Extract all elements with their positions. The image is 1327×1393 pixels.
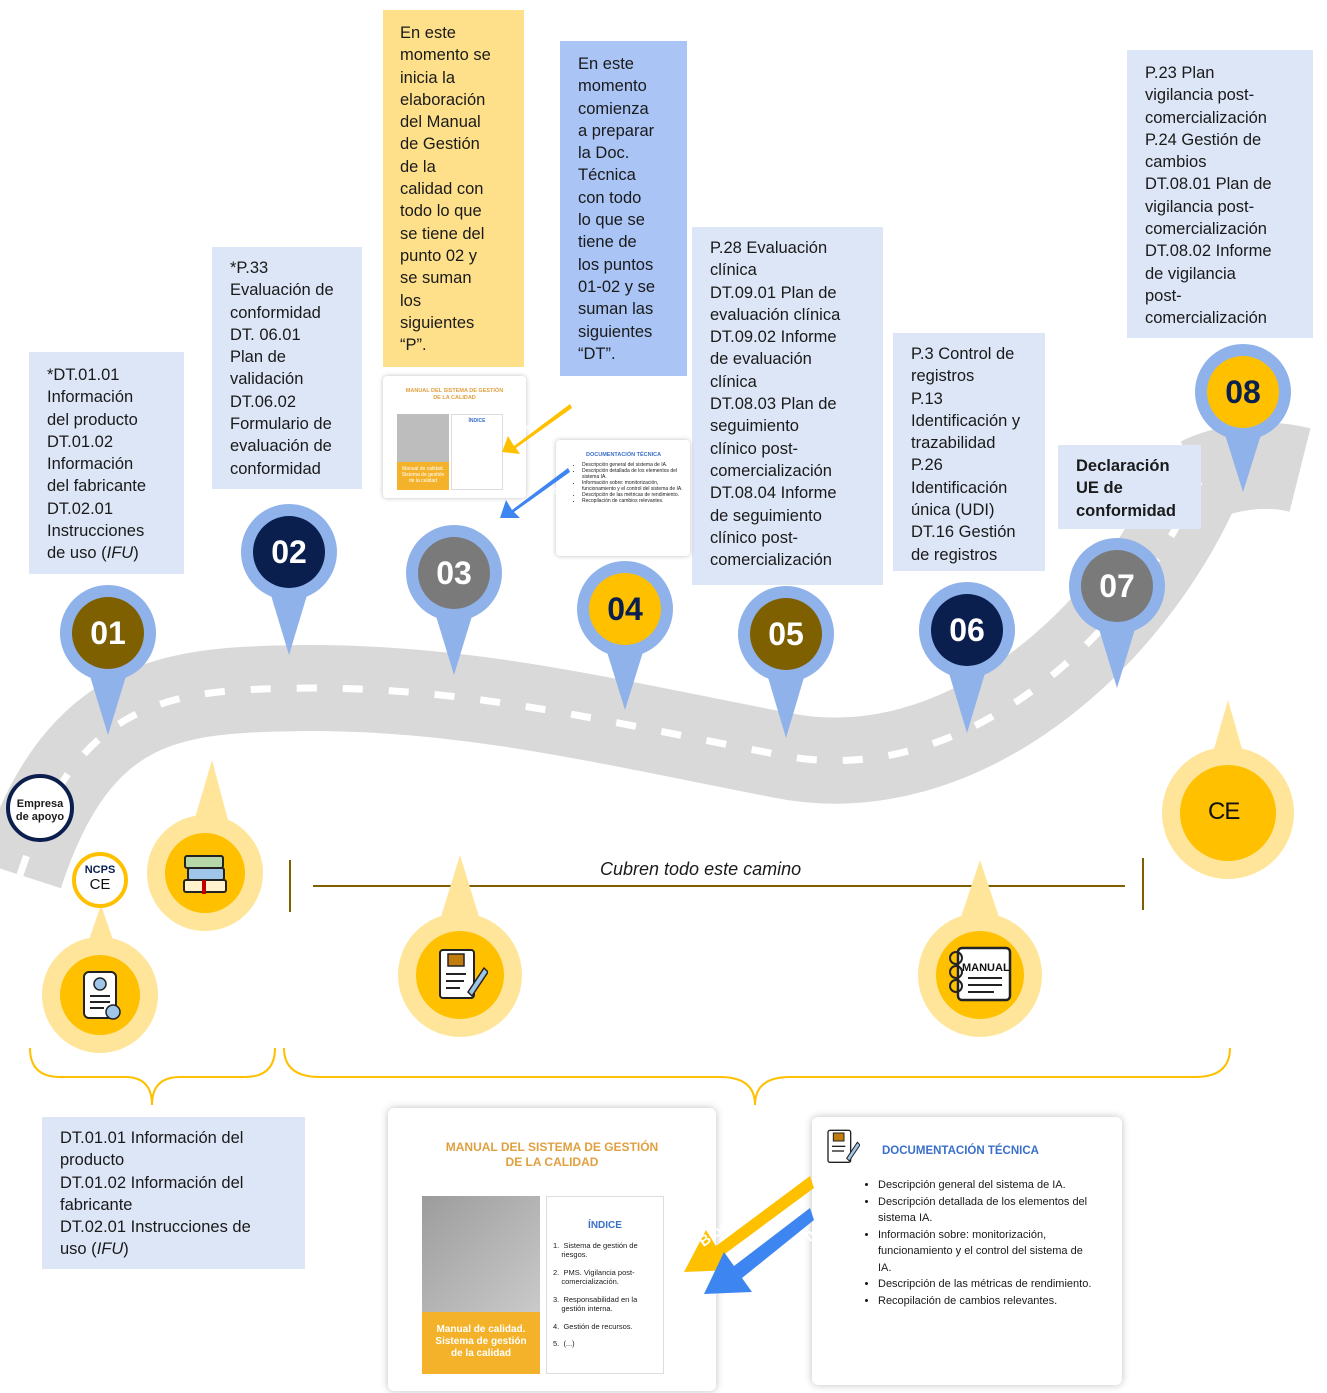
step-number-04: 04 — [607, 591, 643, 627]
manual-title-1: MANUAL DEL SISTEMA DE GESTIÓN — [445, 1140, 659, 1154]
step-pin-02: 02 — [241, 504, 337, 655]
empresa-line1: Empresa — [16, 798, 64, 810]
books-pin — [147, 760, 263, 931]
step-pin-08: 08 — [1195, 344, 1291, 492]
bloque-arrows-large — [684, 1176, 814, 1294]
cubren-text: Cubren todo este camino — [600, 859, 802, 879]
tech-bullets: Descripción general del sistema de IA.De… — [842, 1177, 1092, 1309]
ncps-ce: CE — [89, 876, 111, 893]
document-edit-icon — [434, 946, 489, 1004]
step-number-08: 08 — [1225, 374, 1261, 410]
mobile-doc-icon — [80, 970, 122, 1022]
step-number-01: 01 — [90, 615, 126, 651]
step-pin-05: 05 — [738, 586, 834, 738]
step-pin-01: 01 — [60, 585, 156, 735]
tech-doc-icon — [827, 1129, 860, 1164]
step-number-07: 07 — [1099, 568, 1135, 604]
tech-title: DOCUMENTACIÓN TÉCNICA — [882, 1145, 1039, 1157]
brace-left — [29, 1047, 276, 1106]
manual-card-large: MANUAL DEL SISTEMA DE GESTIÓN DE LA CALI… — [388, 1108, 716, 1391]
manual-title-2: DE LA CALIDAD — [505, 1155, 599, 1169]
tech-card-small: DOCUMENTACIÓN TÉCNICA Descripción genera… — [556, 440, 690, 556]
ncps-logo: NCPS — [84, 864, 116, 876]
step-pin-06: 06 — [919, 582, 1015, 733]
brace-right — [283, 1047, 1231, 1106]
ce-pin — [1162, 700, 1294, 879]
bloque-arrows-small — [500, 404, 572, 518]
step-number-06: 06 — [949, 612, 985, 648]
tech-card-large: DOCUMENTACIÓN TÉCNICA Descripción genera… — [812, 1117, 1122, 1385]
step-pin-03: 03 — [406, 525, 502, 675]
books-icon — [180, 850, 230, 896]
step-number-05: 05 — [768, 616, 804, 652]
step-number-03: 03 — [436, 555, 472, 591]
ncps-badge: NCPS CE — [72, 852, 128, 908]
step-pin-07: 07 — [1069, 538, 1165, 688]
empresa-badge: Empresa de apoyo — [6, 774, 74, 842]
manual-book-icon — [944, 944, 1016, 1004]
manual-index: ÍNDICE 1. Sistema de gestión de riesgos.… — [546, 1196, 664, 1374]
empresa-line2: de apoyo — [15, 811, 65, 823]
manual-icon-label: MANUAL — [962, 962, 1010, 974]
step-number-02: 02 — [271, 534, 307, 570]
step-pin-04: 04 — [577, 561, 673, 710]
ce-mark: CE — [1208, 798, 1240, 825]
